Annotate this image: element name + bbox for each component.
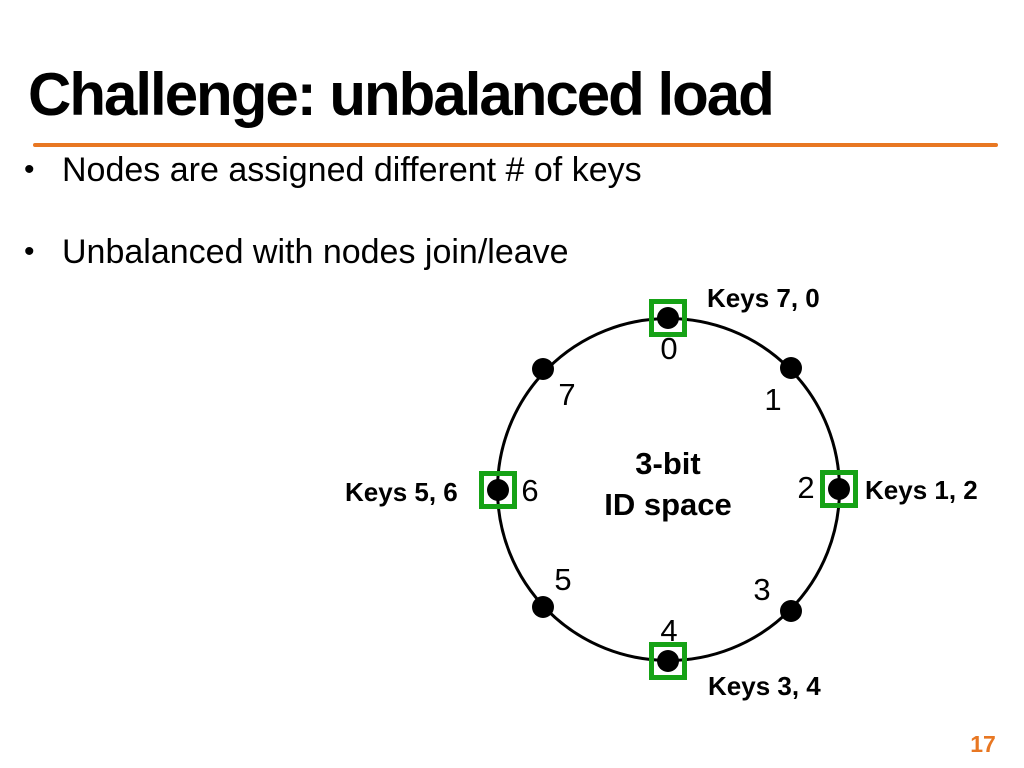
id-space-label: 3-bit ID space [568, 443, 768, 525]
title-underline-rule [33, 143, 998, 147]
keys-highlight-square-node-2 [820, 470, 858, 508]
bullet-glyph: • [24, 235, 35, 268]
position-label-0: 0 [660, 331, 678, 366]
node-dot-7 [532, 358, 554, 380]
keys-highlight-square-node-6 [479, 471, 517, 509]
id-space-label-line1: 3-bit [635, 446, 701, 481]
node-dot-1 [780, 357, 802, 379]
position-label-5: 5 [554, 562, 572, 597]
bullet-text: Unbalanced with nodes join/leave [62, 233, 569, 271]
keys-highlight-square-node-4 [649, 642, 687, 680]
bullet-glyph: • [24, 153, 35, 186]
node-dot-4 [657, 650, 679, 672]
keys-highlight-square-node-0 [649, 299, 687, 337]
bullet-item: • Nodes are assigned different # of keys [24, 150, 642, 190]
position-label-6: 6 [521, 473, 539, 508]
position-label-7: 7 [558, 377, 576, 412]
keys-label-right: Keys 1, 2 [865, 475, 978, 505]
position-label-1: 1 [764, 382, 782, 417]
node-dot-3 [780, 600, 802, 622]
bullet-item: • Unbalanced with nodes join/leave [24, 232, 569, 272]
node-dot-6 [487, 479, 509, 501]
bullet-text: Nodes are assigned different # of keys [62, 151, 642, 189]
position-label-3: 3 [753, 572, 771, 607]
keys-label-left: Keys 5, 6 [345, 477, 458, 507]
id-space-label-line2: ID space [604, 487, 732, 522]
node-dot-2 [828, 478, 850, 500]
node-dot-5 [532, 596, 554, 618]
position-label-2: 2 [797, 470, 815, 505]
slide-title: Challenge: unbalanced load [28, 61, 775, 128]
position-label-4: 4 [660, 613, 678, 648]
keys-label-bottom: Keys 3, 4 [708, 671, 821, 701]
keys-label-top: Keys 7, 0 [707, 283, 820, 313]
node-dot-0 [657, 307, 679, 329]
page-number: 17 [970, 731, 996, 757]
